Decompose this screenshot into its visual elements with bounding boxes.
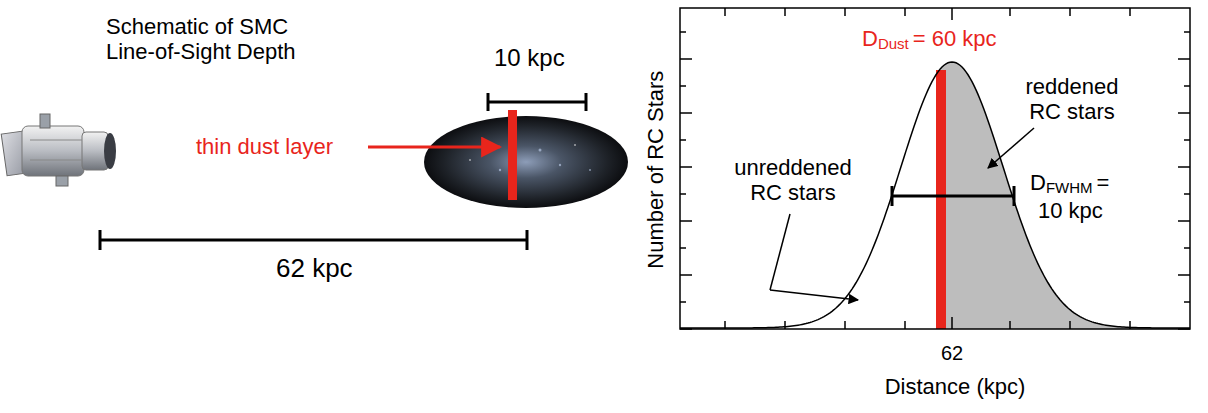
label-text: =: [1097, 170, 1110, 195]
distance-label: 62 kpc: [276, 254, 353, 284]
annotation: reddened RC stars: [1022, 74, 1122, 125]
axis-label: Number of RC Stars: [643, 71, 668, 269]
fwhm-label: DFWHM=: [1030, 170, 1109, 196]
leader-arrow: [368, 146, 500, 149]
dust-line: [936, 70, 946, 329]
distance-bar: [100, 230, 527, 250]
depth-bar: [488, 93, 586, 111]
dust-label: thin dust layer: [196, 134, 333, 159]
plot-frame: [680, 8, 1190, 329]
fwhm-bar: [892, 186, 1014, 206]
label-text: D: [1030, 170, 1046, 195]
plot: [680, 8, 1190, 329]
telescope-icon: [1, 114, 116, 186]
label-text: 10 kpc: [1038, 198, 1103, 223]
axis-ticks: [680, 8, 1190, 329]
leader-arrow: [770, 290, 858, 300]
fwhm-label: 10 kpc: [1038, 198, 1103, 223]
subscript: FWHM: [1046, 179, 1093, 196]
depth-label: 10 kpc: [494, 44, 565, 72]
label-text: D: [862, 26, 878, 51]
annotation: unreddened RC stars: [728, 155, 858, 206]
panel-title: Schematic of SMC Line-of-Sight Depth: [106, 14, 336, 65]
label-text: = 60 kpc: [913, 26, 997, 51]
subscript: Dust: [878, 35, 909, 52]
dust-distance-label: DDust= 60 kpc: [862, 26, 997, 52]
leader-arrow: [988, 128, 1034, 168]
smc-galaxy: [424, 116, 628, 208]
leader-line: [770, 214, 790, 290]
distribution-curve: [680, 62, 1190, 328]
axis-label: Distance (kpc): [860, 374, 1050, 399]
tick-label: 62: [932, 342, 972, 365]
dust-layer: [508, 110, 517, 200]
